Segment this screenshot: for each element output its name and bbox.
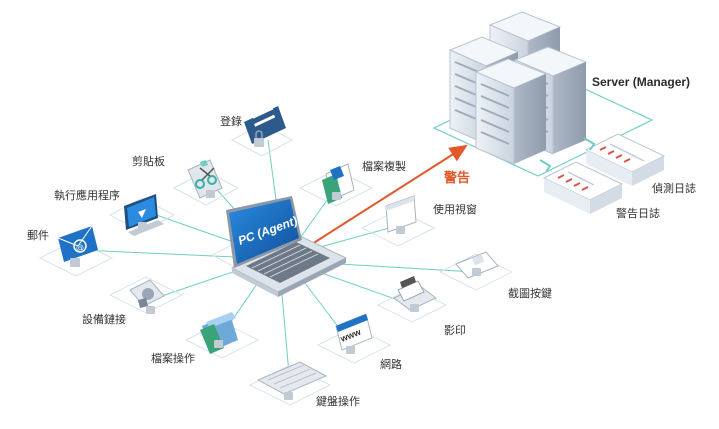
node-label-mail: 郵件	[27, 229, 49, 242]
server-rack-icon	[448, 11, 588, 165]
clipboard-icon	[187, 159, 223, 199]
print-icon	[393, 276, 437, 312]
node-label-clipboard: 剪貼板	[132, 155, 165, 168]
network-icon: www	[335, 313, 373, 354]
file-copy-icon	[322, 163, 355, 204]
alert-log-label: 警告日誌	[616, 207, 660, 220]
execute-app-icon	[124, 194, 164, 236]
node-label-keyboard: 鍵盤操作	[316, 395, 360, 408]
node-label-device: 設備鏈接	[82, 313, 126, 326]
laptop-icon: PC (Agent)	[226, 196, 348, 297]
window-icon	[385, 195, 417, 234]
alert-arrow	[311, 144, 468, 245]
node-label-screenshot: 截圖按鍵	[508, 287, 552, 300]
server-unit-front	[474, 58, 548, 165]
svg-text:@: @	[76, 243, 84, 252]
node-label-file-ops: 檔案操作	[151, 352, 195, 365]
alert-label: 警告	[444, 171, 471, 186]
detect-log-label: 偵測日誌	[652, 182, 696, 195]
log-arrow-icons	[539, 137, 596, 173]
device-link-icon	[129, 279, 165, 314]
alert-log-icon	[542, 161, 624, 214]
server-label: Server (Manager)	[592, 75, 691, 89]
node-label-login: 登錄	[220, 115, 242, 128]
file-ops-icon	[200, 312, 238, 354]
node-label-print: 影印	[444, 324, 466, 337]
keyboard-icon	[256, 361, 328, 400]
login-icon	[244, 106, 286, 147]
node-label-file-copy: 檔案複製	[362, 160, 406, 173]
node-label-execute: 執行應用程序	[54, 189, 120, 202]
detect-log-icon	[584, 133, 666, 186]
node-label-network: 網路	[380, 358, 402, 371]
node-label-window: 使用視窗	[433, 203, 477, 216]
mail-icon: @	[57, 225, 98, 267]
screenshot-icon	[455, 251, 499, 279]
